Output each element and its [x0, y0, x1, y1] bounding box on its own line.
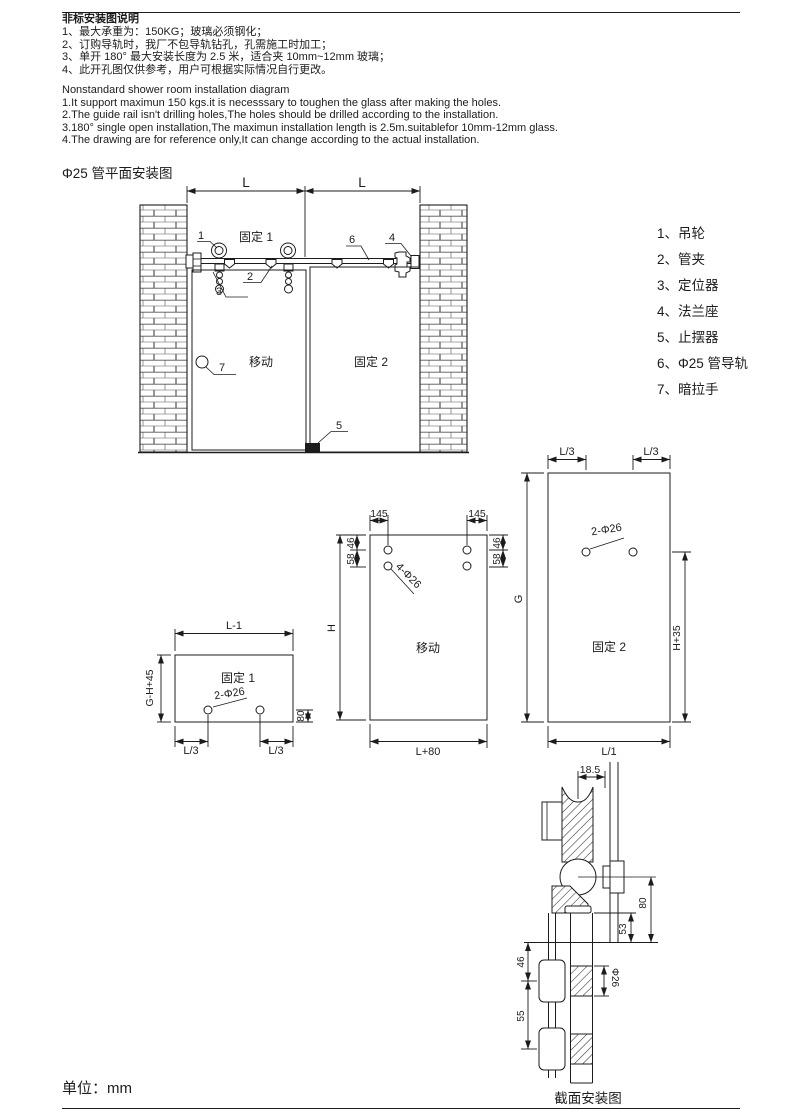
- hanging-wheel-2: [280, 242, 296, 294]
- unit-label: 单位：mm: [62, 1080, 132, 1097]
- detail-moving: 145 145 46 58 46 58 4-Φ26 H: [326, 508, 508, 758]
- section-dim-53: 53: [618, 923, 629, 935]
- fixed1-dim-right: 80: [296, 710, 307, 722]
- callout-number-2: 2: [247, 271, 253, 283]
- callout-number-7: 7: [219, 362, 225, 374]
- detail-fixed1: L-1 G-H+45 固定 1 2-Φ26 80 L/3 L/3: [144, 620, 313, 757]
- notes-en-line: 2.The guide rail isn't drilling holes,Th…: [62, 109, 499, 121]
- fixed2-dim-holes: 2-Φ26: [590, 522, 622, 539]
- notes-cn-title: 非标安装图说明: [62, 13, 139, 25]
- glass-clamp-2: [538, 1027, 566, 1071]
- parts-list: 1、吊轮 2、管夹 3、定位器 4、法兰座 5、止摆器 6、Φ25 管导轨 7、…: [657, 221, 748, 403]
- glass-panel-moving: [191, 269, 307, 451]
- parts-list-item: 6、Φ25 管导轨: [657, 356, 749, 371]
- notes-cn-line: 1、最大承重为：150KG；玻璃必须钢化；: [62, 26, 268, 38]
- fixed1-dim-left: G-H+45: [144, 669, 156, 706]
- plan-label-moving: 移动: [249, 355, 273, 369]
- callout-number-1: 1: [198, 230, 204, 242]
- callout-number-5: 5: [336, 420, 342, 432]
- callout-number-4: 4: [389, 232, 395, 244]
- section-diagram: 18.5 46 55: [516, 762, 658, 1106]
- callout-number-3: 3: [216, 286, 222, 298]
- parts-list-item: 2、管夹: [657, 252, 706, 267]
- floor-stopper: [305, 443, 320, 452]
- plan-dimensions: L L: [186, 175, 421, 257]
- section-dim-80: 80: [638, 897, 649, 909]
- parts-list-item: 1、吊轮: [657, 226, 706, 241]
- wheel-section: [561, 786, 594, 863]
- fixed2-dim-top-left: L/3: [559, 446, 574, 458]
- callout-leaders: [197, 241, 412, 444]
- section-dim-55: 55: [516, 1010, 527, 1022]
- notes-en-line: 3.180° single open installation,The maxi…: [62, 121, 558, 134]
- moving-dim-left-upper: 46: [346, 537, 357, 549]
- callout-number-6: 6: [349, 234, 355, 246]
- brick-wall-left: [139, 204, 188, 453]
- glass-clamp-hole-2: [570, 1033, 593, 1065]
- moving-dim-height: H: [326, 624, 338, 632]
- detail-fixed2: L/3 L/3 2-Φ26 G H+35 固定 2 L/1: [513, 446, 691, 758]
- fixed2-label: 固定 2: [592, 639, 626, 654]
- dim-label-L-right: L: [358, 175, 366, 190]
- fixed1-dim-top: L-1: [226, 620, 242, 632]
- moving-dim-left-lower: 58: [346, 553, 357, 565]
- parts-list-item: 4、法兰座: [657, 304, 719, 319]
- fixed2-dim-height: G: [513, 595, 525, 604]
- wheel-bracket: [541, 801, 563, 841]
- flange-left: [185, 252, 202, 273]
- hidden-handle: [195, 355, 209, 369]
- fixed2-dim-right: H+35: [671, 625, 683, 651]
- moving-dim-top-right: 145: [468, 508, 486, 520]
- glass-clamp-1: [538, 959, 566, 1003]
- moving-dim-right-lower: 58: [492, 553, 503, 565]
- notes-en-line: 1.It support maximun 150 kgs.it is neces…: [62, 96, 502, 109]
- glass-clamp-hole-1: [570, 965, 593, 997]
- section-title: Φ25 管平面安装图: [62, 166, 173, 181]
- plan-label-fixed2: 固定 2: [354, 354, 388, 369]
- parts-list-item: 5、止摆器: [657, 330, 719, 345]
- notes-cn-line: 3、单开 180° 最大安装长度为 2.5 米，适合夹 10mm~12mm 玻璃…: [62, 51, 391, 63]
- plan-diagram: L L: [138, 175, 469, 454]
- section-dim-dia: Φ26: [609, 968, 620, 988]
- brick-wall-right: [419, 204, 468, 453]
- glass-panel-fixed2: [309, 266, 421, 453]
- flange-seat-right: [394, 251, 420, 278]
- moving-dim-top-left: 145: [370, 508, 388, 520]
- moving-dim-right-upper: 46: [492, 537, 503, 549]
- notes-english: Nonstandard shower room installation dia…: [62, 84, 558, 147]
- fixed1-dim-bottom-right: L/3: [268, 745, 283, 757]
- notes-en-line: Nonstandard shower room installation dia…: [62, 84, 290, 96]
- notes-chinese: 非标安装图说明 1、最大承重为：150KG；玻璃必须钢化； 2、订购导轨时，我厂…: [62, 13, 390, 76]
- moving-label: 移动: [416, 641, 440, 655]
- section-dim-top: 18.5: [580, 764, 601, 776]
- plan-label-fixed1: 固定 1: [239, 229, 273, 244]
- pipe-clips: [224, 259, 394, 269]
- fixed1-label: 固定 1: [221, 670, 255, 685]
- fixed1-dim-holes: 2-Φ26: [213, 686, 245, 703]
- parts-list-item: 3、定位器: [657, 278, 719, 293]
- dim-label-L-left: L: [242, 175, 250, 190]
- notes-cn-line: 2、订购导轨时，我厂不包导轨钻孔，孔需施工时加工；: [62, 38, 333, 51]
- parts-list-item: 7、暗拉手: [657, 382, 719, 397]
- fixed2-dim-top-right: L/3: [643, 446, 658, 458]
- notes-en-line: 4.The drawing are for reference only,It …: [62, 134, 480, 146]
- fixed2-dim-bottom: L/1: [601, 746, 616, 758]
- fixed1-dim-bottom-left: L/3: [183, 745, 198, 757]
- profile-step: [564, 905, 592, 914]
- section-caption: 截面安装图: [554, 1091, 622, 1106]
- section-dim-46: 46: [516, 956, 527, 968]
- notes-cn-line: 4、此开孔图仅供参考，用户可根据实际情况自行更改。: [62, 63, 333, 76]
- moving-dim-bottom: L+80: [416, 746, 441, 758]
